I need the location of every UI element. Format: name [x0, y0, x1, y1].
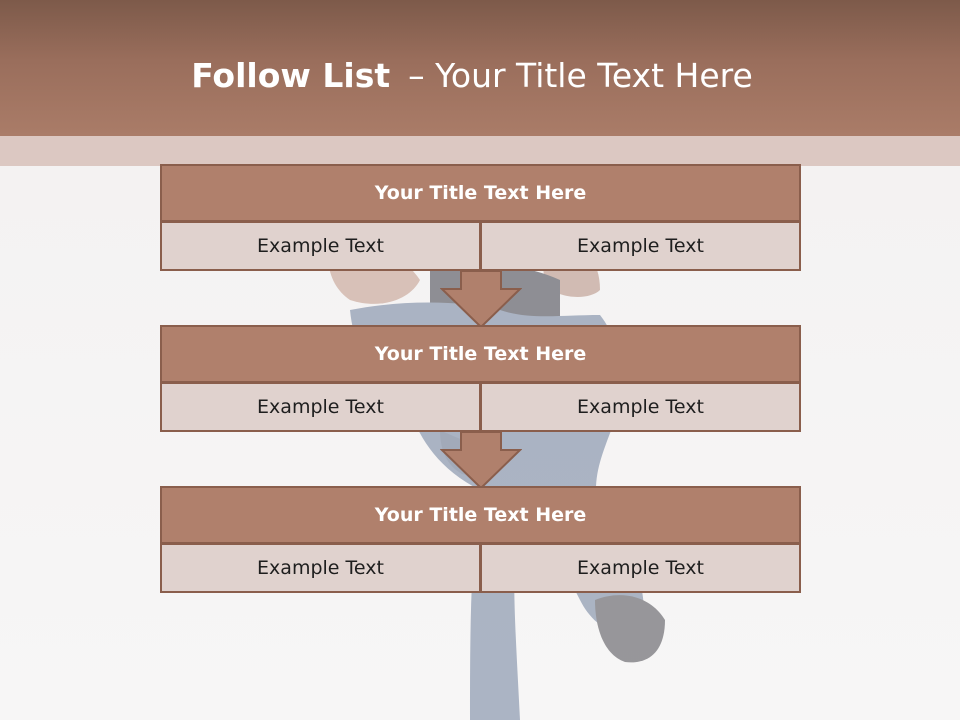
step-block-left-text: Example Text [160, 543, 481, 593]
step-block-title: Your Title Text Here [160, 325, 801, 383]
down-arrow-2 [440, 431, 522, 489]
step-block-left-text: Example Text [160, 221, 481, 271]
step-block-title: Your Title Text Here [160, 486, 801, 544]
down-arrow-1 [440, 270, 522, 328]
step-block-title: Your Title Text Here [160, 164, 801, 222]
slide-title: Follow List– Your Title Text Here [0, 54, 944, 98]
step-block-left-text: Example Text [160, 382, 481, 432]
step-block-right-text: Example Text [480, 543, 801, 593]
slide-header [0, 0, 960, 136]
header-band [0, 136, 960, 166]
step-block-right-text: Example Text [480, 221, 801, 271]
step-block-right-text: Example Text [480, 382, 801, 432]
slide-title-bold: Follow List [191, 56, 391, 95]
slide-title-text: Your Title Text Here [435, 56, 753, 95]
slide-title-separator: – [408, 56, 425, 95]
